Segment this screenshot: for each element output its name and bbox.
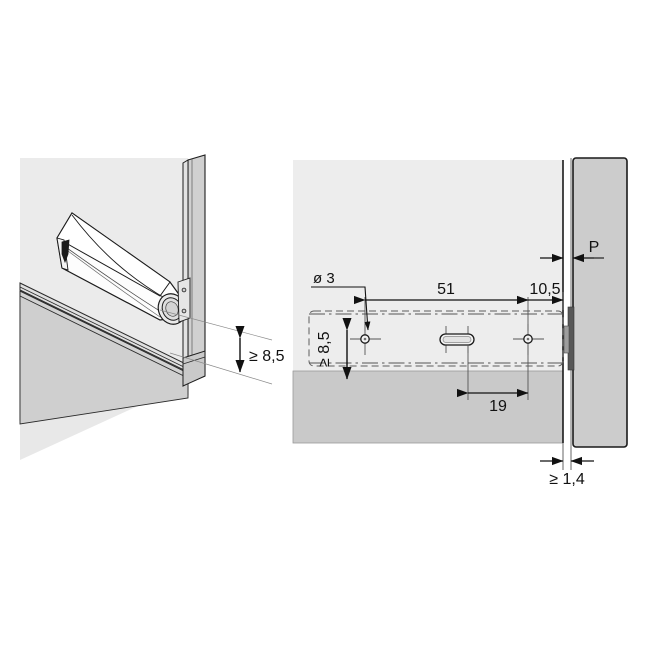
dimension-14-label: ≥ 1,4 <box>549 471 585 488</box>
dimension-105-label: 10,5 <box>529 281 560 298</box>
plan-cabinet-interior <box>293 160 563 371</box>
iso-hinge-arm-top-facet <box>56 212 171 297</box>
dimension-105: 10,5 <box>516 281 564 305</box>
plan-bottom-shelf <box>292 370 564 444</box>
plan-mounting-plate-outline <box>308 310 564 367</box>
iso-door-panel-face <box>187 154 206 384</box>
iso-hinge-arm-curve-a <box>71 214 169 301</box>
iso-projection-line-upper <box>159 309 273 341</box>
iso-hinge-arm-dark-detail <box>61 239 70 264</box>
iso-door-bottom-block <box>182 350 206 387</box>
iso-door-panel-edge <box>182 159 189 387</box>
note-p: P <box>540 239 604 263</box>
iso-hinge-arm-curve-c <box>63 247 161 318</box>
dimension-19: 19 <box>456 388 529 415</box>
iso-shelf-highlight <box>19 286 189 370</box>
dimension-85-label: ≥ 8,5 <box>316 331 333 367</box>
note-diameter-3-leader <box>311 286 371 331</box>
iso-projection-line-lower <box>169 352 273 385</box>
note-diameter-3: ø 3 <box>311 270 371 331</box>
iso-gap-dimension: ≥ 8,5 <box>235 326 285 373</box>
iso-hinge-arm-curve-b <box>59 242 164 314</box>
plan-screw-hole-left-pilot <box>363 337 367 341</box>
plan-door-panel <box>572 157 628 448</box>
dimension-51-label: 51 <box>437 281 455 298</box>
iso-hinge-tab-screw-lower <box>181 308 187 314</box>
note-diameter-3-label: ø 3 <box>313 270 335 287</box>
plan-hinge-cup-boss <box>563 325 570 354</box>
plan-section-view: 51 10,5 19 ≥ 8,5 ø 3 <box>292 157 628 488</box>
isometric-view <box>19 154 273 460</box>
plan-screw-hole-right-pilot <box>526 337 530 341</box>
iso-gap-dimension-label: ≥ 8,5 <box>249 348 285 365</box>
iso-hinge-tab-screw-upper <box>181 287 187 293</box>
dimension-85: ≥ 8,5 <box>316 318 352 380</box>
iso-shelf-under-face <box>19 295 189 425</box>
dimension-14: ≥ 1,4 <box>540 443 594 488</box>
dimension-19-label: 19 <box>489 398 507 415</box>
note-p-label: P <box>589 239 600 256</box>
plan-adjustment-slot-inner <box>442 336 472 343</box>
dimension-51: 51 <box>353 281 529 305</box>
